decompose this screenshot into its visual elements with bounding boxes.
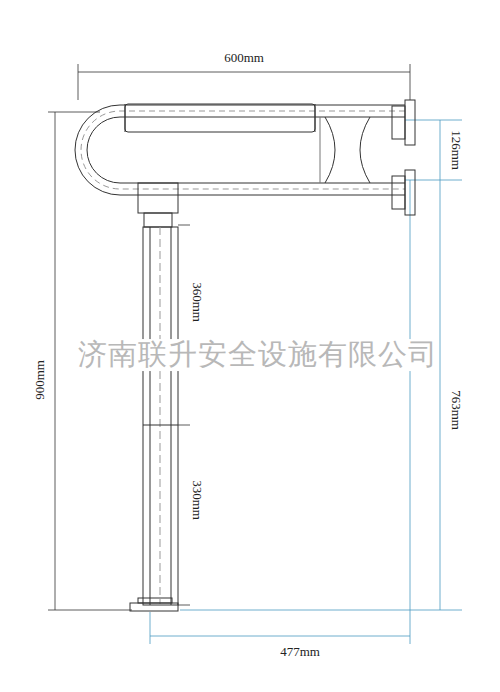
dimension-text: 900mm	[33, 360, 47, 400]
dimension-text: 763mm	[449, 390, 463, 430]
dimension-text: 126mm	[449, 130, 463, 170]
dimension-text: 600mm	[224, 51, 264, 65]
dimension-text: 330mm	[190, 480, 204, 520]
dimension-text: 477mm	[280, 645, 320, 659]
watermark: 济南联升安全设施有限公司	[78, 339, 438, 371]
dimension-text: 360mm	[190, 282, 204, 322]
